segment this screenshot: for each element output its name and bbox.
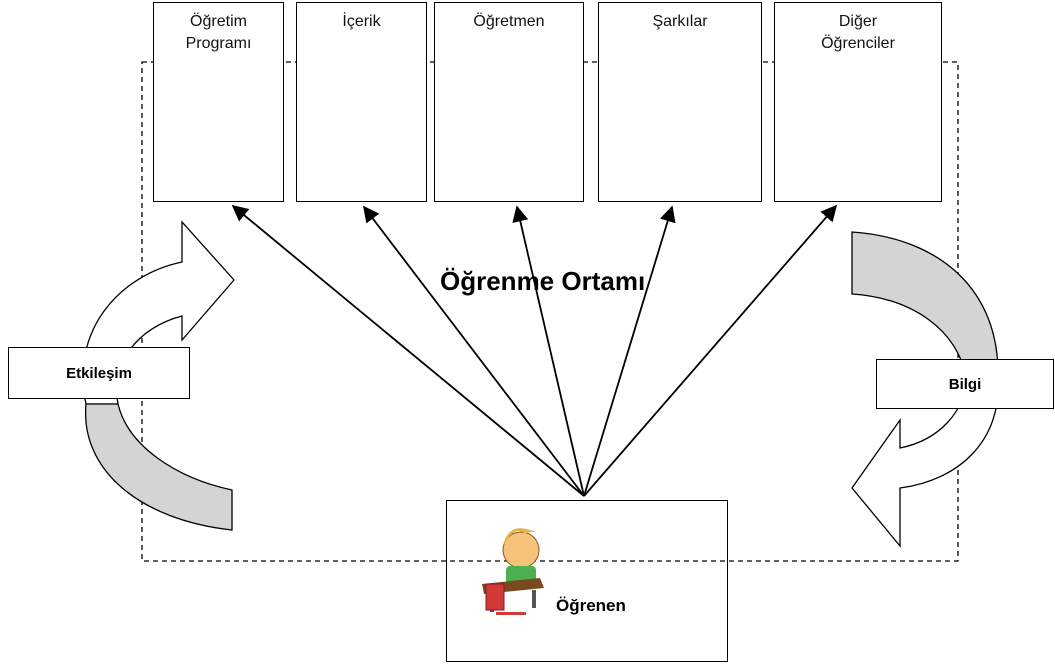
box-curriculum-label: Öğretim Programı [185, 13, 252, 52]
box-curriculum: Öğretim Programı [153, 2, 284, 202]
arrow-to-curriculum [231, 204, 585, 497]
arrow-to-other-students [583, 204, 838, 497]
box-songs: Şarkılar [598, 2, 762, 202]
learner-icon [482, 528, 544, 615]
information-label: Bilgi [876, 359, 1054, 409]
box-other-students-label: Diğer Öğrenciler [821, 13, 895, 52]
box-learner [446, 500, 728, 662]
box-teacher-label: Öğretmen [473, 13, 545, 30]
interaction-label: Etkileşim [8, 347, 190, 399]
right-cycle-arrow [851, 231, 999, 548]
connection-arrows [231, 204, 838, 497]
diagram-title: Öğrenme Ortamı [440, 266, 646, 296]
learner-label: Öğrenen [556, 596, 626, 615]
box-content-label: İçerik [342, 13, 381, 30]
box-teacher: Öğretmen [434, 2, 584, 202]
box-content: İçerik [296, 2, 427, 202]
box-other-students: Diğer Öğrenciler [774, 2, 942, 202]
arrow-to-teacher [512, 205, 585, 497]
arrow-to-songs [583, 205, 676, 497]
box-songs-label: Şarkılar [652, 13, 708, 30]
arrow-to-content [363, 205, 585, 497]
